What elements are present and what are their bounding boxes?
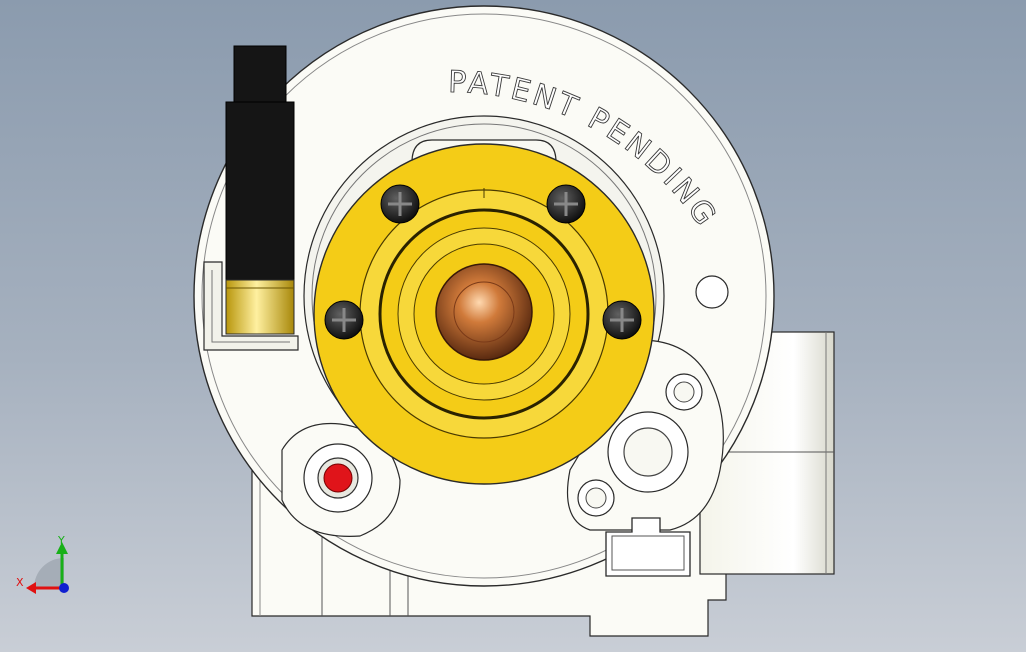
axis-triad: Y X — [16, 534, 69, 594]
right-boss[interactable] — [566, 339, 724, 577]
red-plug[interactable] — [323, 463, 353, 493]
copper-bearing[interactable] — [435, 263, 533, 361]
left-boss[interactable] — [281, 422, 401, 537]
z-axis-dot — [59, 583, 69, 593]
y-axis-label: Y — [57, 534, 65, 547]
screw-top-right[interactable] — [546, 184, 586, 224]
screw-top-left[interactable] — [380, 184, 420, 224]
sensor[interactable] — [225, 45, 295, 335]
screw-left[interactable] — [324, 300, 364, 340]
screw-right[interactable] — [602, 300, 642, 340]
x-axis-label: X — [16, 576, 24, 589]
